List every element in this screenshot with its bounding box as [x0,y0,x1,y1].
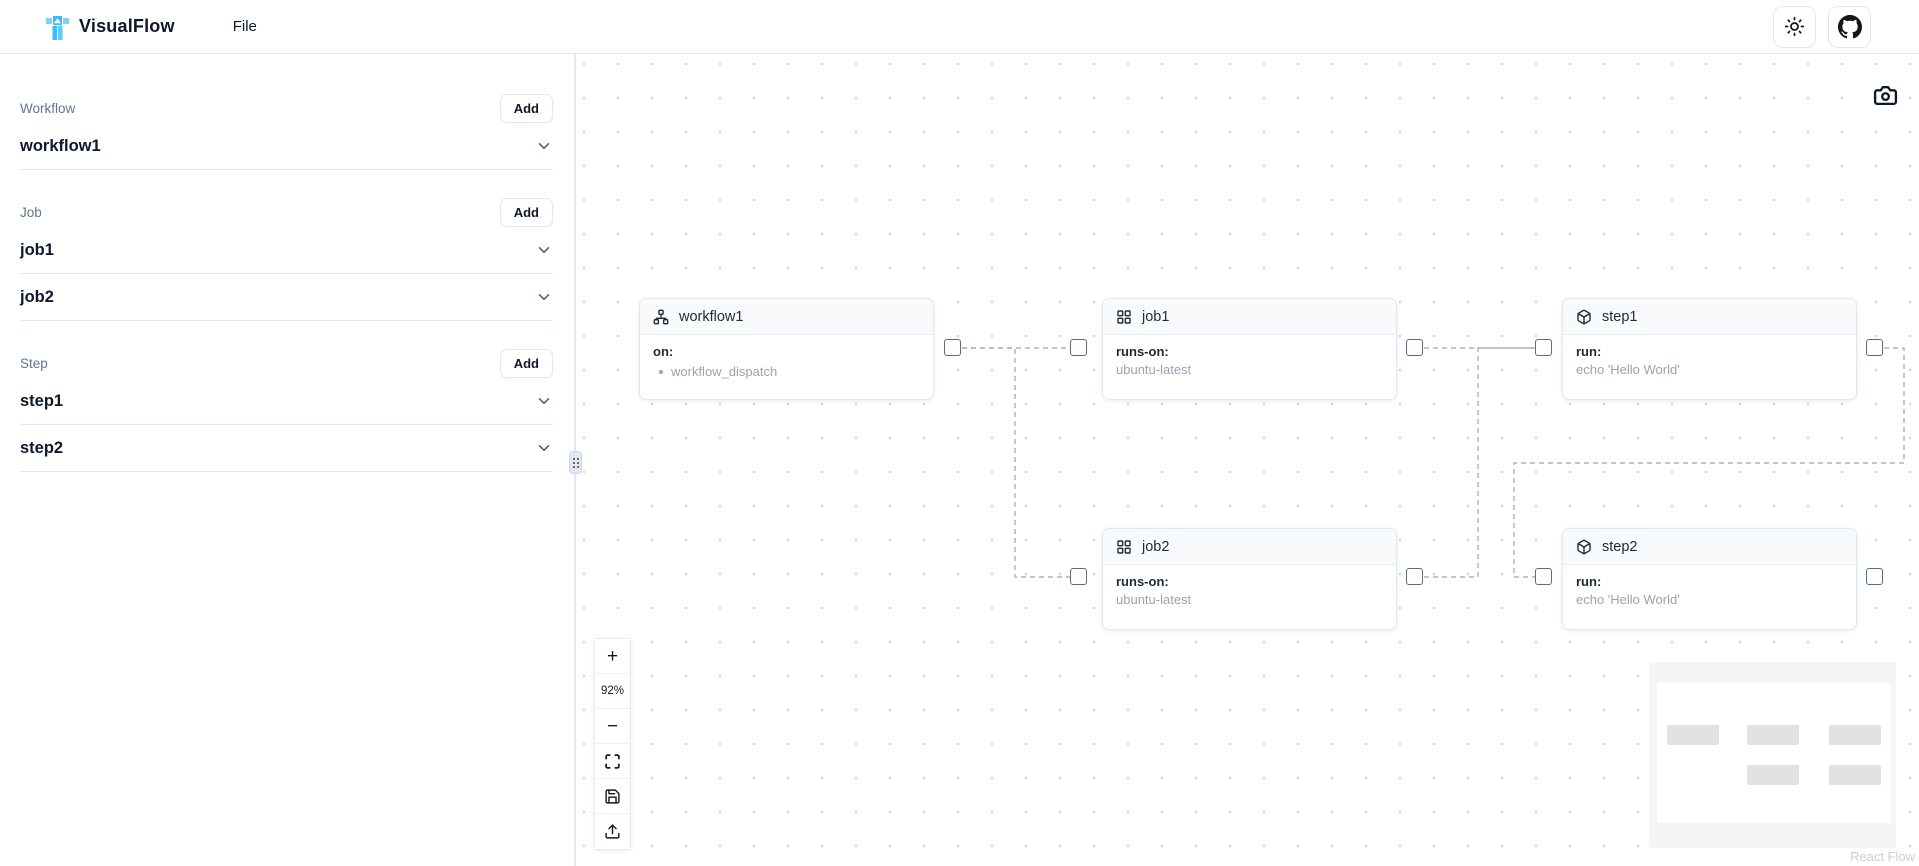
handle-step2-source[interactable] [1866,568,1883,585]
sidebar-item-title: step2 [20,438,64,457]
minimap-node [1829,725,1881,745]
edge-step1-step2 [1513,347,1905,578]
node-field-value: ubuntu-latest [1116,592,1192,607]
navbar: VisualFlow File [0,0,1919,54]
upload-icon [604,823,621,840]
minimap-node [1747,765,1799,785]
reactflow-attribution: React Flow [1849,849,1915,864]
handle-step2-target[interactable] [1535,568,1552,585]
grid-icon [1116,539,1132,555]
chevron-down-icon [535,439,553,457]
node-job2[interactable]: job2 runs-on: ubuntu-latest [1102,528,1397,630]
sidebar-item-title: job1 [20,240,54,259]
grid-icon [1116,309,1132,325]
chevron-down-icon [535,392,553,410]
sidebar-item-job2[interactable]: job2 [20,274,553,321]
node-workflow1[interactable]: workflow1 on: workflow_dispatch [639,298,934,400]
job-section-label: Job [20,204,42,220]
sidebar: Workflow Add workflow1 Job Add job1 job2 [0,54,574,866]
save-icon [604,788,621,805]
node-field-value: echo 'Hello World' [1576,362,1680,377]
screenshot-button[interactable] [1870,80,1900,110]
handle-job1-source[interactable] [1406,339,1423,356]
upload-button[interactable] [595,814,630,849]
visualflow-logo-icon [46,14,69,40]
handle-job1-target[interactable] [1070,339,1087,356]
github-icon [1837,14,1862,39]
node-title: step2 [1602,538,1638,555]
theme-toggle-button[interactable] [1773,5,1816,48]
sidebar-item-step2[interactable]: step2 [20,425,553,472]
job-section: Job Add job1 job2 [20,197,553,321]
sidebar-item-title: workflow1 [20,136,101,155]
node-title: workflow1 [679,308,744,325]
workflow-section-label: Workflow [20,100,76,116]
add-step-button[interactable]: Add [499,348,553,378]
flow-canvas[interactable]: workflow1 on: workflow_dispatch job1 run… [576,54,1919,866]
navbar-actions [1773,5,1871,48]
flow-controls: + 92% − [594,638,631,850]
sidebar-item-title: step1 [20,391,64,410]
brand: VisualFlow [46,14,175,40]
fit-view-button[interactable] [595,744,630,779]
handle-job2-source[interactable] [1406,568,1423,585]
step-section-label: Step [20,355,48,371]
file-menu[interactable]: File [232,18,257,35]
node-field-label: run: [1576,574,1602,589]
handle-step1-target[interactable] [1535,339,1552,356]
node-title: job1 [1142,308,1170,325]
save-button[interactable] [595,779,630,814]
cube-icon [1576,539,1592,555]
node-field-label: runs-on: [1116,574,1169,589]
minimap[interactable] [1649,662,1896,848]
edge-workflow1-job2 [962,347,1070,578]
grip-dots-icon [572,457,579,468]
camera-icon [1873,83,1898,108]
node-field-label: runs-on: [1116,344,1169,359]
edge-job2-step1 [1424,347,1535,578]
chevron-down-icon [535,288,553,306]
minimap-viewport [1657,683,1891,823]
node-field-label: on: [653,344,674,359]
cube-icon [1576,309,1592,325]
fit-view-icon [604,753,621,770]
zoom-in-button[interactable]: + [595,639,630,674]
node-field-value: workflow_dispatch [671,364,778,379]
panel-resize-handle[interactable] [569,451,582,474]
chevron-down-icon [535,241,553,259]
node-title: step1 [1602,308,1638,325]
sidebar-item-title: job2 [20,287,54,306]
network-icon [653,309,669,325]
node-field-value: echo 'Hello World' [1576,592,1680,607]
app-title: VisualFlow [79,16,175,36]
handle-workflow1-source[interactable] [944,339,961,356]
handle-step1-source[interactable] [1866,339,1883,356]
node-title: job2 [1142,538,1170,555]
sidebar-item-job1[interactable]: job1 [20,227,553,274]
minimap-node [1747,725,1799,745]
node-step2[interactable]: step2 run: echo 'Hello World' [1562,528,1857,630]
handle-job2-target[interactable] [1070,568,1087,585]
edge-layer [962,347,1905,578]
minimap-node [1667,725,1719,745]
sidebar-item-workflow1[interactable]: workflow1 [20,123,553,170]
step-section: Step Add step1 step2 [20,348,553,472]
sidebar-item-step1[interactable]: step1 [20,378,553,425]
zoom-out-button[interactable]: − [595,709,630,744]
workflow-section: Workflow Add workflow1 [20,93,553,170]
node-job1[interactable]: job1 runs-on: ubuntu-latest [1102,298,1397,400]
node-field-value: ubuntu-latest [1116,362,1192,377]
add-workflow-button[interactable]: Add [499,93,553,123]
node-step1[interactable]: step1 run: echo 'Hello World' [1562,298,1857,400]
minimap-node [1829,765,1881,785]
zoom-level-indicator[interactable]: 92% [595,674,630,709]
bullet-icon [659,369,663,374]
node-field-label: run: [1576,344,1602,359]
github-button[interactable] [1828,5,1871,48]
add-job-button[interactable]: Add [499,197,553,227]
chevron-down-icon [535,137,553,155]
sun-icon [1784,16,1805,37]
